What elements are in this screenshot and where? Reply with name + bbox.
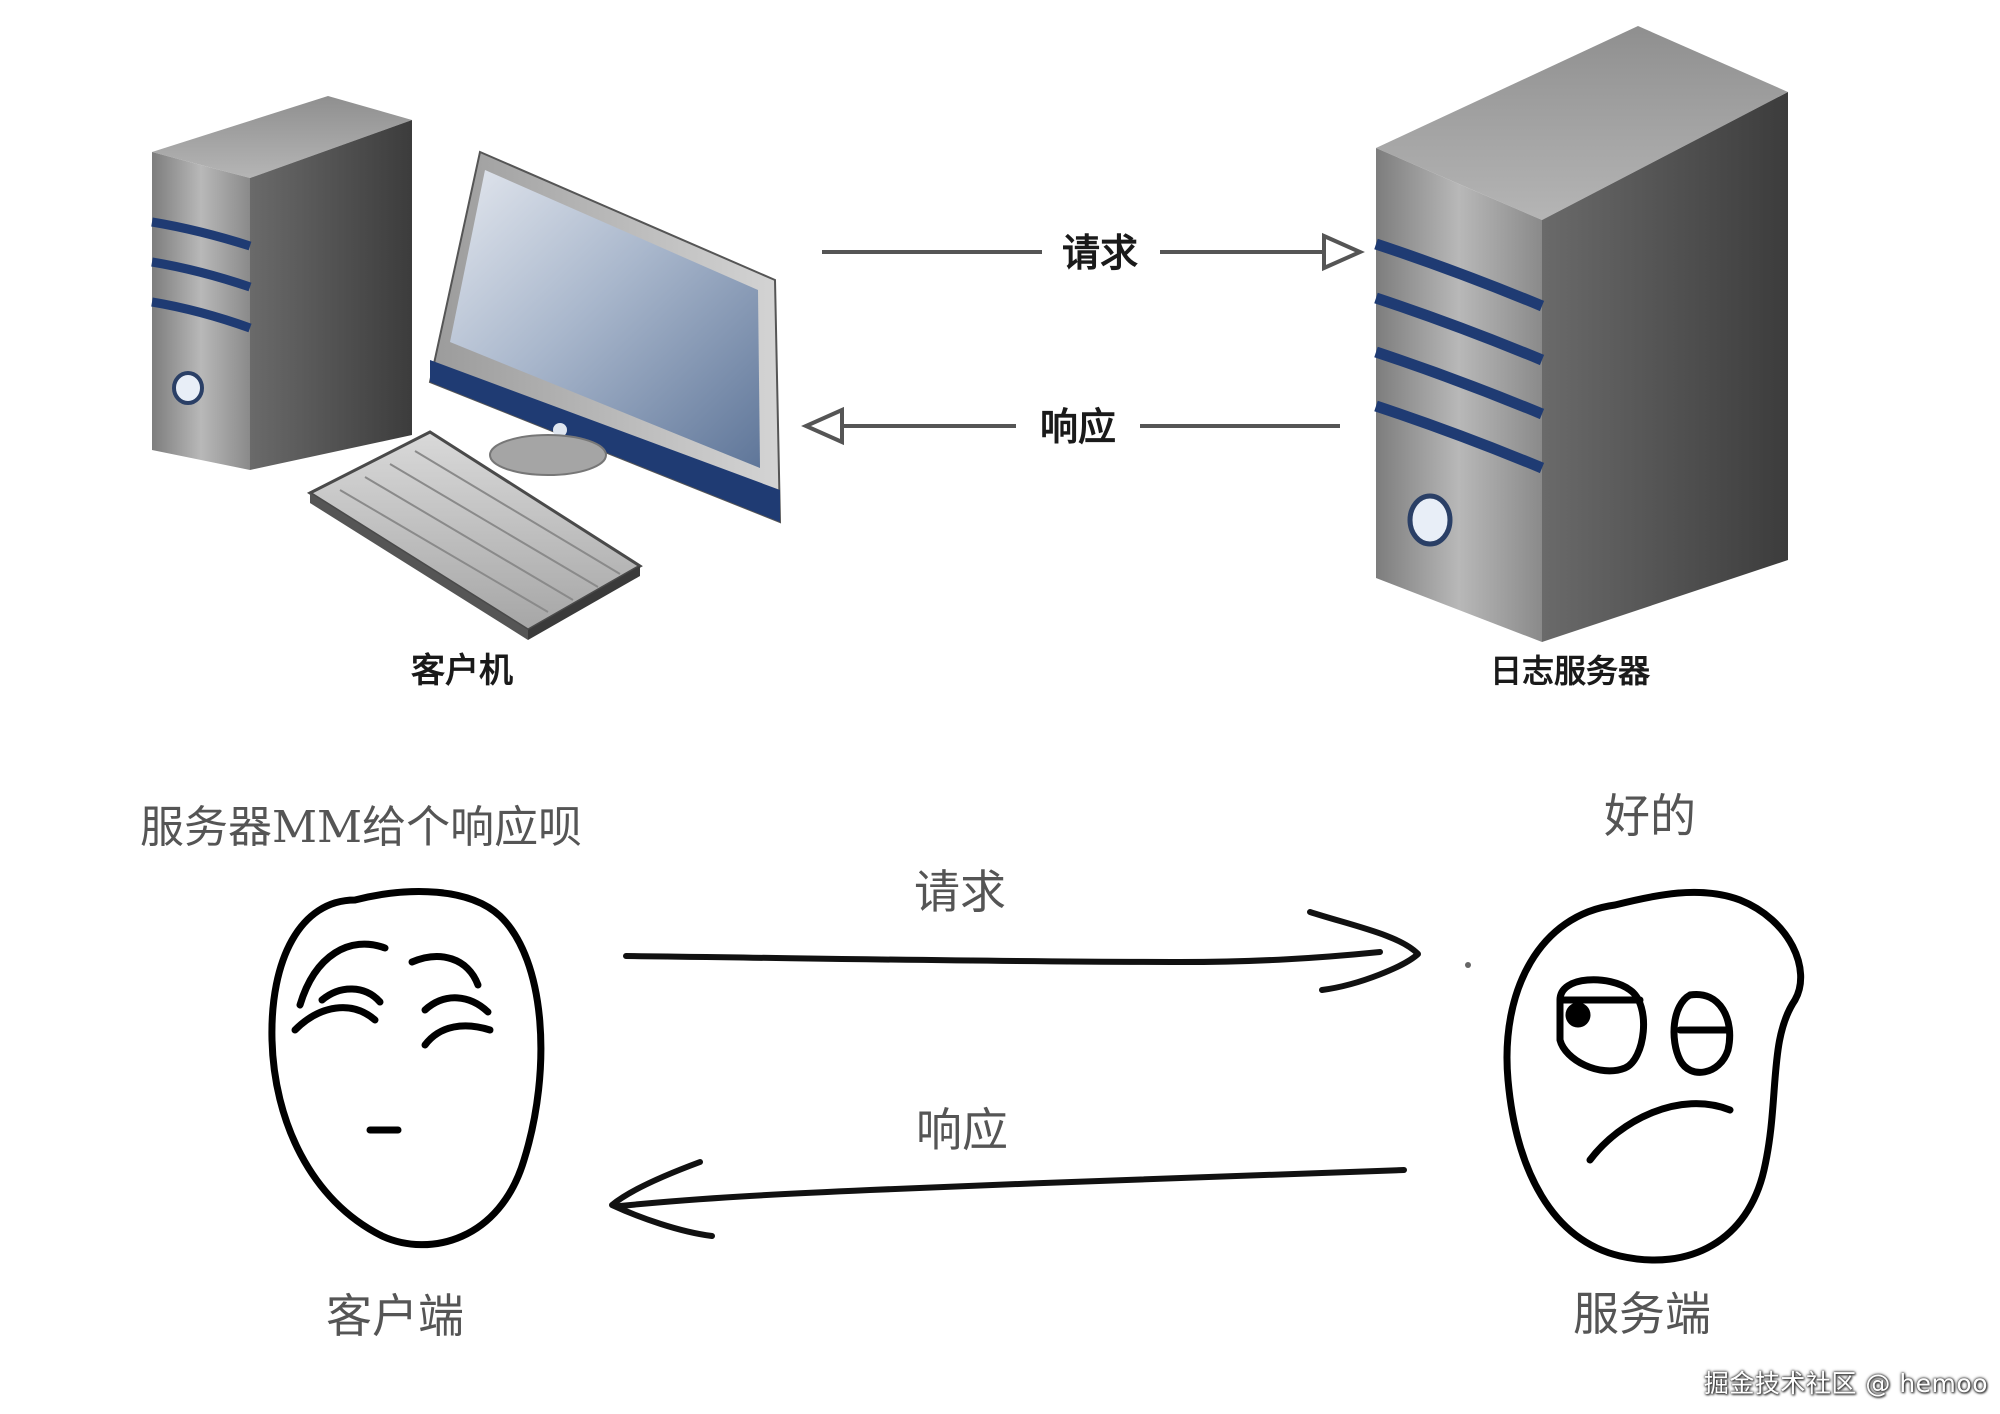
client-tower-icon [151,96,412,470]
top-response-arrow [801,406,1340,446]
monitor-icon [428,150,782,524]
rage-face-server-icon [1503,888,1805,1264]
server-speech: 好的 [1604,789,1696,843]
bottom-client-label: 客户端 [326,1289,464,1343]
top-server-label: 日志服务器 [1490,652,1651,690]
server-tower-icon [1374,26,1788,642]
top-request-arrow [822,232,1365,272]
top-response-label: 响应 [1040,405,1116,449]
rage-face-client-icon [268,888,545,1249]
bottom-server-label: 服务端 [1573,1287,1711,1341]
bottom-response-label: 响应 [916,1103,1008,1157]
bottom-request-label: 请求 [914,865,1006,919]
bottom-response-arrow [609,1159,1407,1239]
keyboard-icon [306,430,643,640]
bottom-request-arrow [623,909,1421,993]
client-speech: 服务器MM给个响应呗 [140,802,582,853]
watermark: 掘金技术社区 @ hemoo [1703,1369,1988,1398]
top-client-label: 客户机 [411,651,513,691]
stray-dot [1465,962,1471,968]
top-request-label: 请求 [1062,231,1138,275]
